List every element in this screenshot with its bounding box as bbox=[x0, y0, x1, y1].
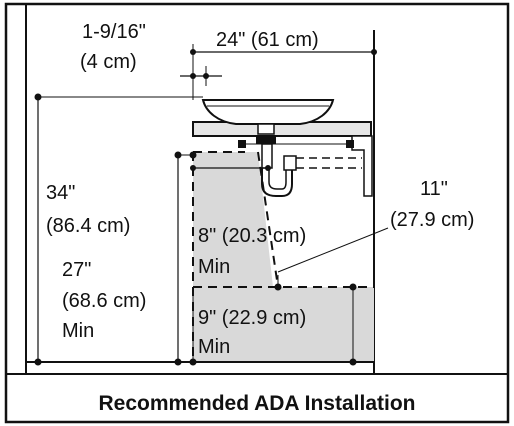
offset-label-inches: 1-9/16" bbox=[82, 21, 146, 43]
floor-rear-corner bbox=[349, 358, 357, 366]
p-trap bbox=[261, 168, 293, 197]
apron-screw-right bbox=[346, 140, 354, 148]
clearance-top-corner bbox=[189, 151, 197, 159]
floor-front-corner bbox=[189, 358, 197, 366]
knee-bottom-tick bbox=[174, 358, 182, 366]
depth8-right-tick bbox=[265, 165, 271, 171]
depth8-label-min: Min bbox=[198, 256, 230, 278]
knee-label-inches: 27" bbox=[62, 259, 91, 281]
offset-label-cm: (4 cm) bbox=[80, 51, 137, 73]
depth9-label-min: Min bbox=[198, 336, 230, 358]
knee-label-min: Min bbox=[62, 320, 94, 342]
diagram-caption: Recommended ADA Installation bbox=[99, 392, 416, 415]
trap-nut bbox=[283, 155, 297, 171]
depth8-label: 8" (20.3 cm) bbox=[198, 225, 306, 247]
wall-bracket bbox=[351, 135, 373, 197]
p-trap-inner bbox=[268, 168, 287, 190]
depth9-right-tick bbox=[349, 283, 357, 291]
depth11-label-cm: (27.9 cm) bbox=[390, 209, 474, 231]
apron-screw-left bbox=[238, 140, 246, 148]
offset-left-tick bbox=[190, 73, 196, 79]
tailpiece bbox=[261, 143, 273, 169]
knee-label-cm: (68.6 cm) bbox=[62, 290, 146, 312]
depth9-label: 9" (22.9 cm) bbox=[198, 307, 306, 329]
height-label-cm: (86.4 cm) bbox=[46, 215, 130, 237]
depth11-label-inches: 11" bbox=[420, 178, 448, 200]
height-bottom-tick bbox=[34, 358, 42, 366]
width-label: 24" (61 cm) bbox=[216, 29, 319, 51]
drain-nut bbox=[256, 136, 276, 144]
width-right-tick bbox=[371, 49, 377, 55]
sink-basin bbox=[201, 99, 335, 125]
outer-frame bbox=[4, 2, 510, 424]
offset-right-tick bbox=[203, 73, 209, 79]
depth8-left-tick bbox=[190, 165, 196, 171]
knee-top-tick bbox=[174, 151, 182, 159]
depth11-point bbox=[274, 283, 282, 291]
width-left-tick bbox=[190, 49, 196, 55]
height-top-tick bbox=[34, 93, 42, 101]
height-label-inches: 34" bbox=[46, 182, 75, 204]
knee-clearance-area bbox=[193, 152, 374, 362]
depth11-leader bbox=[277, 227, 389, 273]
drain-body bbox=[257, 123, 275, 135]
